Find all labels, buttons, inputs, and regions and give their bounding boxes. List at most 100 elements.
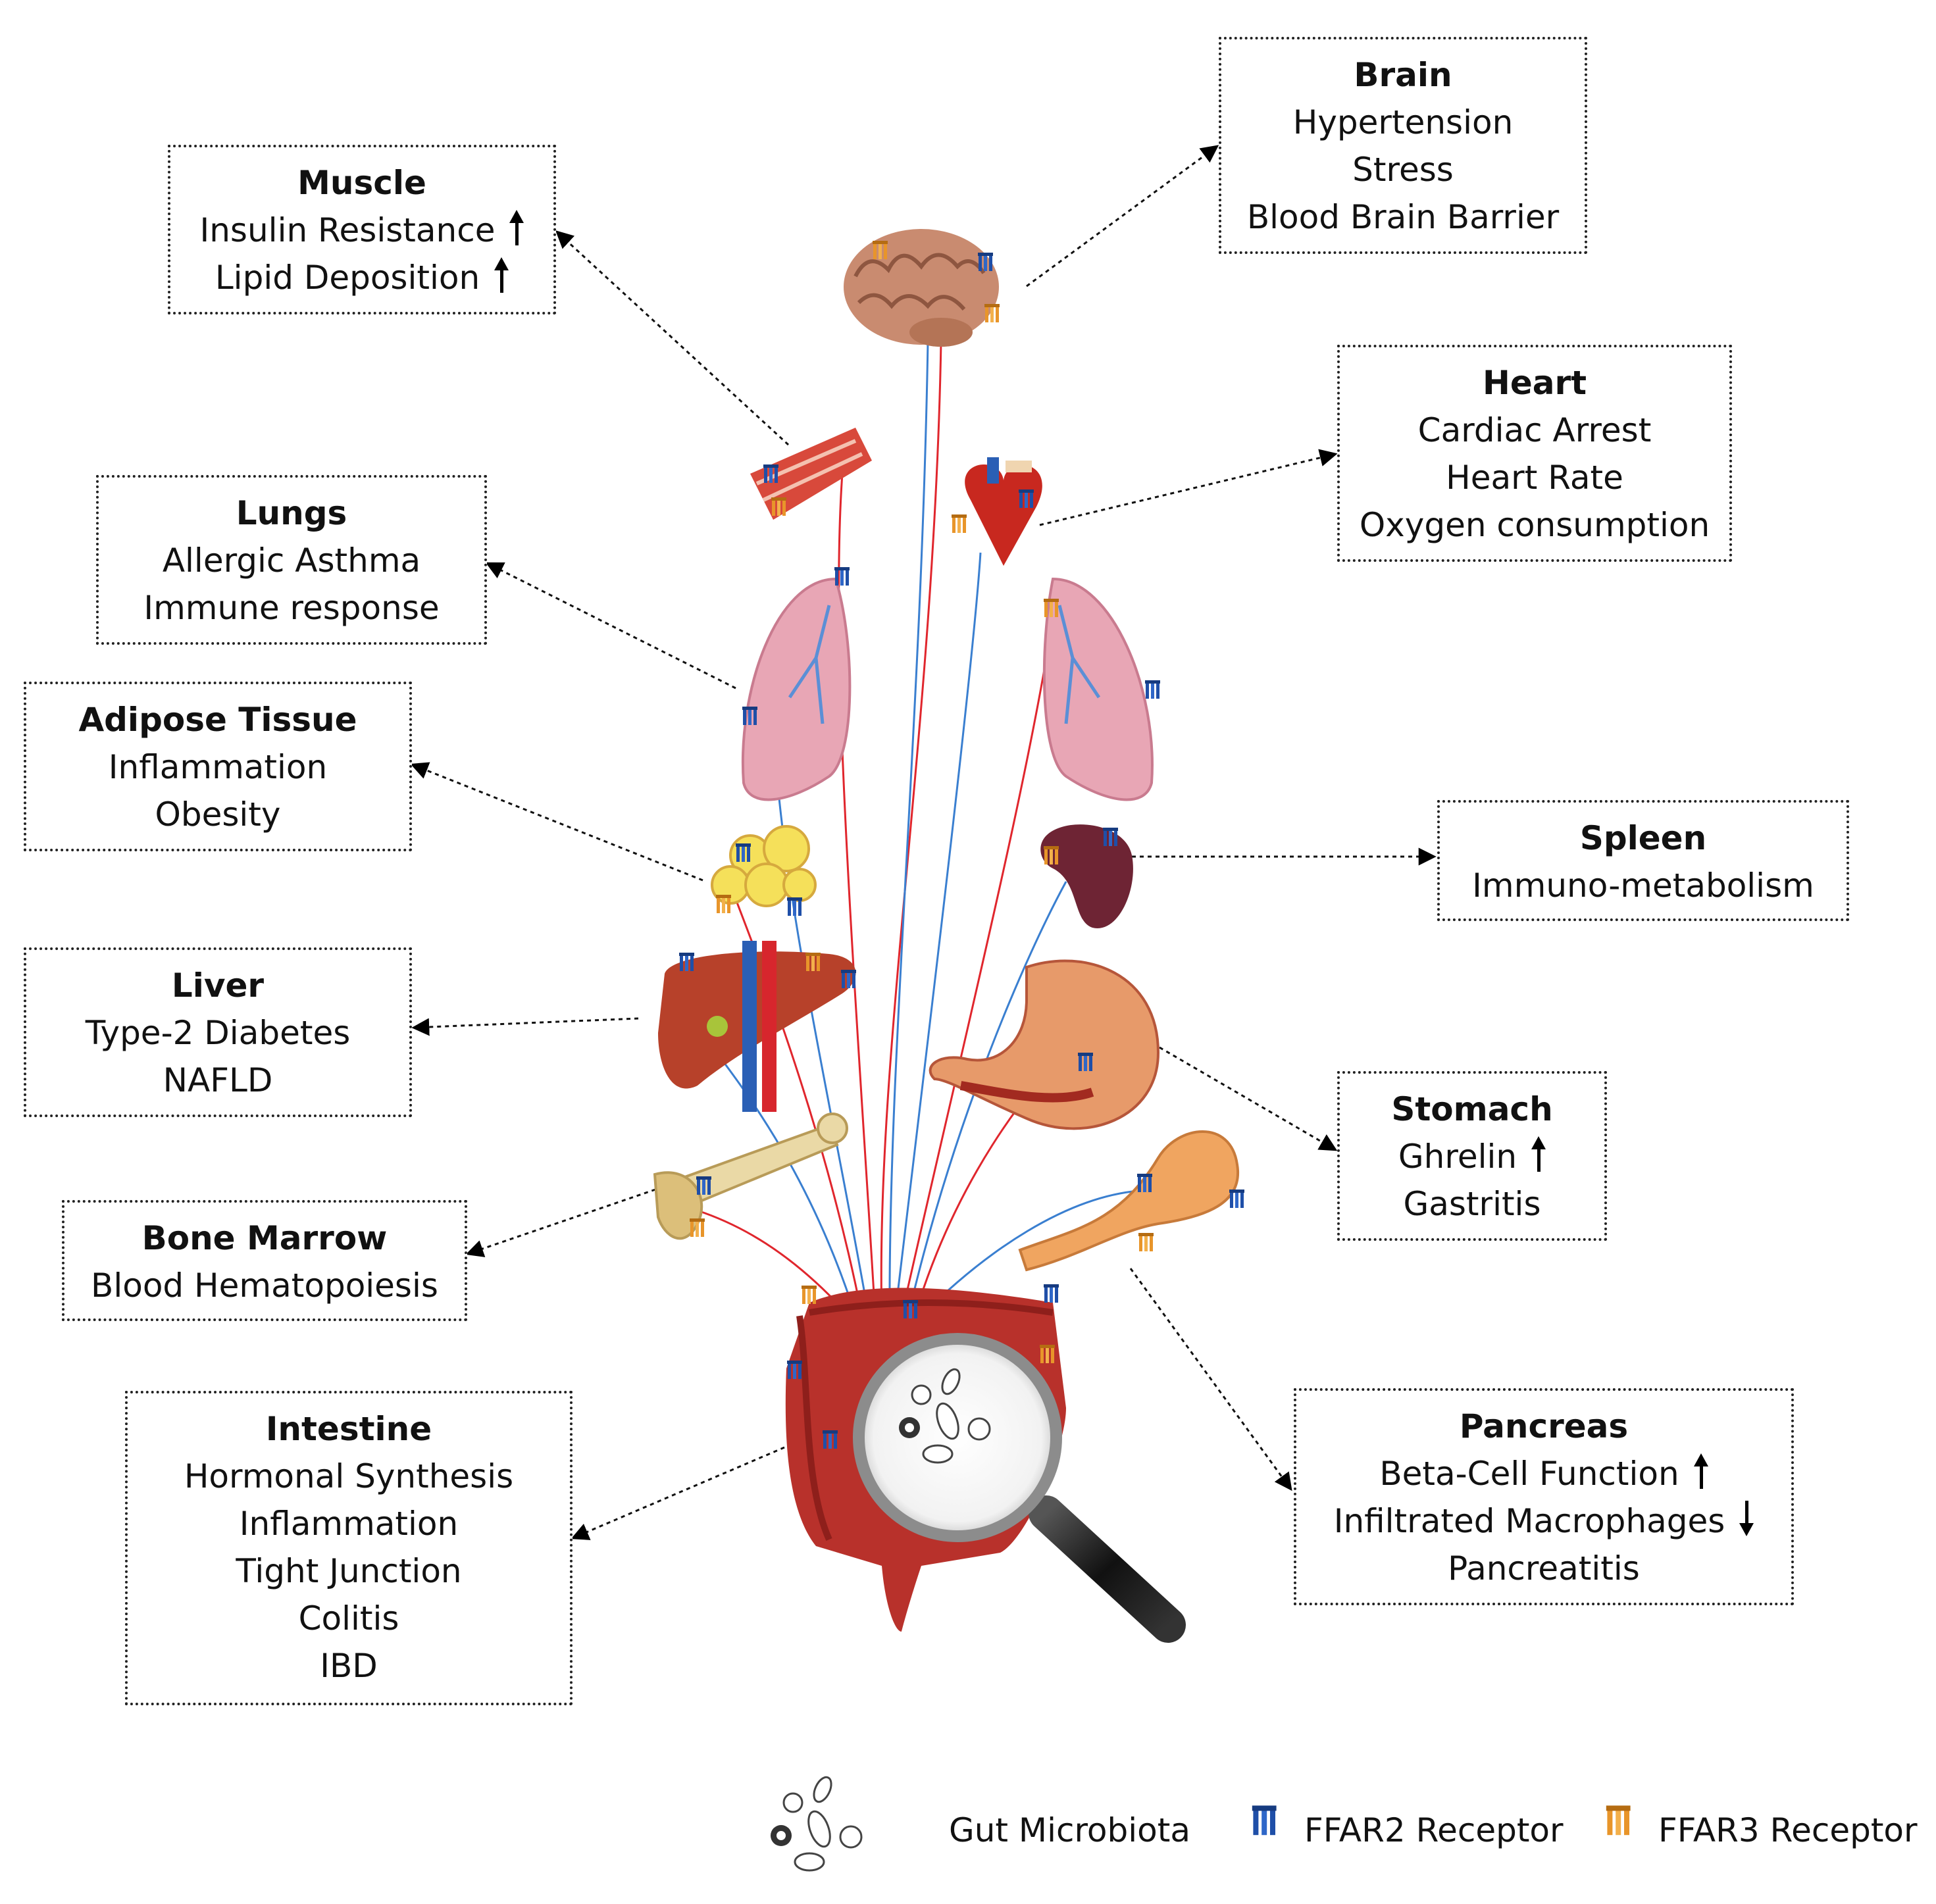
stomach-item-text: Gastritis (1403, 1185, 1541, 1223)
brain-item-text: Stress (1352, 151, 1454, 189)
bone-marrow-item-text: Blood Hematopoiesis (91, 1266, 438, 1305)
intestine-item: Tight Junction (128, 1547, 570, 1595)
brain-item: Hypertension (1221, 99, 1585, 146)
muscle-item-text: Insulin Resistance (199, 211, 496, 249)
adipose-item: Inflammation (26, 743, 409, 791)
intestine-item: Inflammation (128, 1500, 570, 1547)
intestine-item-text: Tight Junction (236, 1552, 462, 1590)
legend-ffar2-icon (1252, 1805, 1277, 1836)
trend-down-arrow-icon (1739, 1501, 1754, 1536)
legend-ffar3-label: FFAR3 Receptor (1658, 1811, 1918, 1849)
magnifier-icon (853, 1333, 1186, 1643)
brain-icon (844, 229, 1000, 347)
legend-ffar2-label: FFAR2 Receptor (1304, 1811, 1564, 1849)
spleen-icon (1040, 824, 1133, 928)
stomach-item: Gastritis (1340, 1180, 1604, 1228)
heart-item-text: Cardiac Arrest (1417, 411, 1652, 449)
lungs-icon (742, 567, 1160, 801)
spleen-title: Spleen (1579, 819, 1707, 857)
liver-item-text: NAFLD (163, 1061, 273, 1099)
spleen-item-text: Immuno-metabolism (1472, 866, 1814, 905)
intestine-item-text: IBD (320, 1647, 378, 1685)
pancreas-title: Pancreas (1459, 1407, 1629, 1445)
stomach-title: Stomach (1391, 1090, 1553, 1128)
adipose-tissue-icon (711, 825, 817, 916)
lungs-item-text: Allergic Asthma (162, 541, 421, 580)
muscle-icon (750, 428, 872, 520)
adipose-title: Adipose Tissue (78, 701, 357, 739)
pancreas-item-text: Beta-Cell Function (1379, 1455, 1679, 1493)
stomach-item-text: Ghrelin (1398, 1138, 1517, 1176)
bone-marrow-icon (653, 1113, 848, 1240)
pancreas-item: Beta-Cell Function (1296, 1450, 1791, 1497)
intestine-item: Hormonal Synthesis (128, 1453, 570, 1500)
intestine-item: IBD (128, 1642, 570, 1690)
heart-item: Oxygen consumption (1340, 501, 1729, 549)
lungs-item: Immune response (99, 584, 484, 632)
muscle-item-text: Lipid Deposition (215, 259, 480, 297)
heart-icon (952, 457, 1042, 566)
pancreas-item-text: Infiltrated Macrophages (1333, 1502, 1725, 1540)
heart-item-text: Oxygen consumption (1359, 506, 1710, 544)
heart-item-text: Heart Rate (1446, 459, 1623, 497)
muscle-item: Lipid Deposition (170, 254, 553, 301)
adipose-item: Obesity (26, 791, 409, 838)
liver-item: Type-2 Diabetes (26, 1009, 409, 1057)
intestine-item: Colitis (128, 1595, 570, 1642)
pancreas-item: Pancreatitis (1296, 1545, 1791, 1592)
intestine-title: Intestine (265, 1410, 432, 1448)
lungs-title: Lungs (236, 494, 347, 532)
legend-microbiota-icon (769, 1773, 863, 1872)
brain-title: Brain (1354, 56, 1452, 94)
brain-item: Stress (1221, 146, 1585, 193)
leader-arrows (410, 145, 1437, 1540)
lungs-item-text: Immune response (143, 589, 440, 627)
brain-item-text: Hypertension (1292, 103, 1514, 141)
spleen-item: Immuno-metabolism (1440, 862, 1847, 909)
brain-item-text: Blood Brain Barrier (1246, 198, 1560, 236)
bone-marrow-title: Bone Marrow (141, 1219, 388, 1257)
liver-item-text: Type-2 Diabetes (85, 1014, 351, 1052)
liver-icon (658, 941, 856, 1112)
intestine-item-text: Inflammation (239, 1505, 459, 1543)
heart-item: Cardiac Arrest (1340, 407, 1729, 454)
bone-marrow-item: Blood Hematopoiesis (64, 1262, 465, 1309)
intestine-item-text: Colitis (298, 1599, 399, 1638)
adipose-item-text: Inflammation (108, 748, 328, 786)
trend-up-arrow-icon (1693, 1453, 1708, 1489)
liver-title: Liver (171, 966, 265, 1005)
adipose-item-text: Obesity (155, 795, 281, 834)
legend-microbiota-label: Gut Microbiota (949, 1811, 1190, 1849)
nerve-pathways (696, 341, 1139, 1317)
pancreas-icon (1018, 1130, 1244, 1272)
intestine-item-text: Hormonal Synthesis (184, 1457, 514, 1495)
liver-item: NAFLD (26, 1057, 409, 1104)
pancreas-item-text: Pancreatitis (1448, 1549, 1640, 1588)
lungs-item: Allergic Asthma (99, 537, 484, 584)
muscle-item: Insulin Resistance (170, 207, 553, 254)
brain-item: Blood Brain Barrier (1221, 193, 1585, 241)
stomach-item: Ghrelin (1340, 1133, 1604, 1180)
trend-up-arrow-icon (1531, 1136, 1546, 1172)
muscle-title: Muscle (297, 164, 426, 202)
stomach-icon (929, 959, 1160, 1130)
heart-title: Heart (1482, 364, 1587, 402)
heart-item: Heart Rate (1340, 454, 1729, 501)
trend-up-arrow-icon (494, 257, 509, 293)
trend-up-arrow-icon (509, 210, 524, 245)
pancreas-item: Infiltrated Macrophages (1296, 1497, 1791, 1545)
legend-ffar3-icon (1606, 1805, 1631, 1836)
